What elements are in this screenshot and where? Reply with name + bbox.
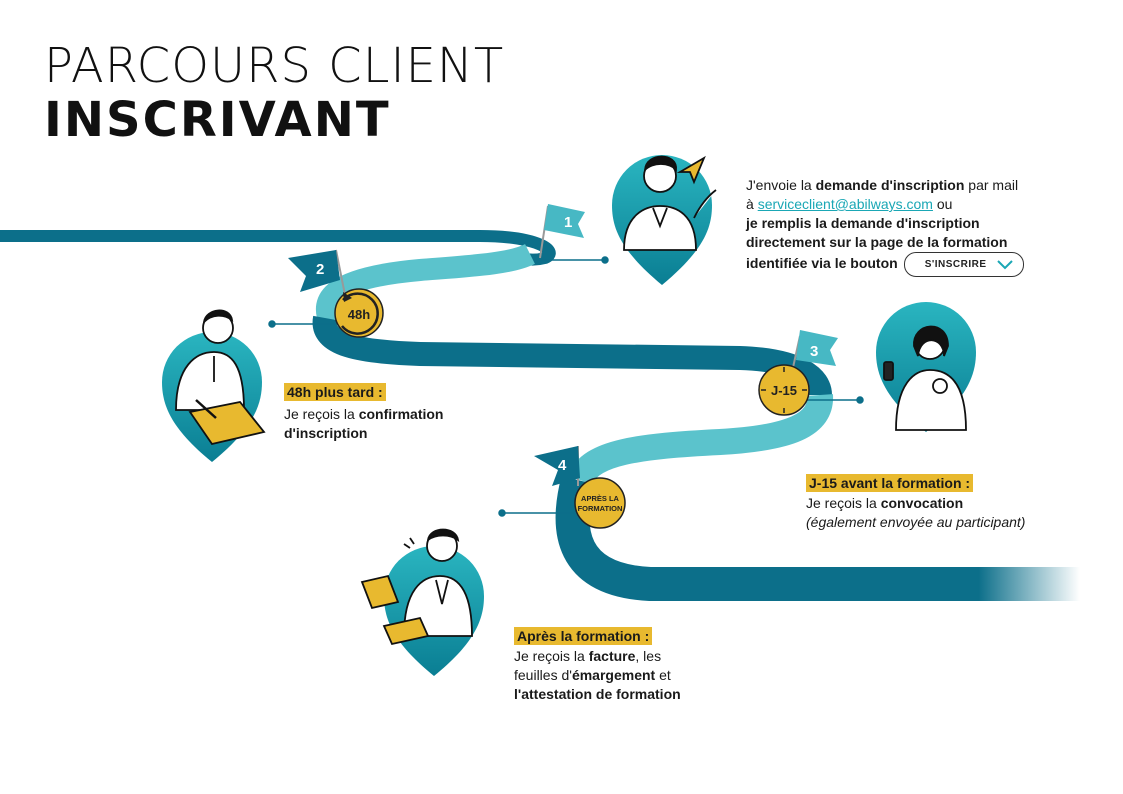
step1-t2: demande d'inscription: [815, 177, 965, 193]
step4-t4: feuilles d': [514, 667, 572, 683]
step1-t1: J'envoie la: [746, 177, 816, 193]
flag-4: 4: [534, 446, 580, 486]
step3-t3: (également envoyée au participant): [806, 514, 1026, 530]
email-link[interactable]: serviceclient@abilways.com: [757, 196, 933, 212]
badge-48h: 48h: [334, 288, 384, 338]
step2-heading: 48h plus tard :: [284, 383, 386, 401]
step1-t3: par mail: [964, 177, 1019, 193]
badge-j15-label: J-15: [771, 383, 797, 398]
step3-t1: Je reçois la: [806, 495, 881, 511]
pin-step2: [162, 309, 266, 462]
step1-t5: ou: [932, 196, 953, 212]
step3-text: J-15 avant la formation : Je reçois la c…: [806, 474, 1025, 532]
flag-3: 3: [791, 330, 838, 373]
pin-step3: [876, 302, 976, 432]
step4-t3: , les: [635, 648, 662, 664]
page-title-line2: INSCRIVANT: [44, 92, 391, 148]
step4-t1: Je reçois la: [514, 648, 589, 664]
step4-t6: et: [655, 667, 671, 683]
step2-t2: confirmation: [358, 406, 444, 422]
step1-t8: identifiée via le bouton: [746, 255, 898, 272]
badge-48h-label: 48h: [348, 307, 370, 322]
person-writing-icon: [175, 309, 266, 446]
step2-t1: Je reçois la: [284, 406, 359, 422]
road: [0, 230, 1080, 601]
step3-t2: convocation: [880, 495, 964, 511]
step3-heading: J-15 avant la formation :: [806, 474, 974, 492]
step1-t7: directement sur la page de la formation: [746, 234, 1008, 250]
badge-apres-line1: APRÈS LA: [581, 494, 620, 503]
flag-2-number: 2: [316, 261, 324, 278]
badge-apres: APRÈS LA FORMATION: [574, 477, 626, 529]
chevron-down-icon: [996, 259, 1013, 269]
flag-1-number: 1: [564, 214, 572, 231]
step1-text: J'envoie la demande d'inscription par ma…: [746, 176, 1024, 277]
step2-text: 48h plus tard : Je reçois la confirmatio…: [284, 383, 443, 443]
step4-heading: Après la formation :: [514, 627, 653, 645]
flag-2: 2: [288, 249, 347, 301]
flag-4-number: 4: [558, 457, 567, 474]
flag-3-number: 3: [810, 343, 818, 360]
person-documents-icon: [360, 528, 473, 646]
badge-j15: J-15: [758, 364, 810, 416]
step1-t6: je remplis la demande d'inscription: [746, 215, 980, 231]
sinscrire-button-label: S'INSCRIRE: [924, 259, 987, 270]
page-title-line1: PARCOURS CLIENT: [44, 38, 505, 94]
person-phone-icon: [883, 325, 967, 431]
step1-t4: à: [746, 196, 758, 212]
badge-apres-line2: FORMATION: [578, 504, 623, 513]
flag-1: 1: [539, 204, 585, 259]
step4-t5: émargement: [571, 667, 656, 683]
step4-text: Après la formation : Je reçois la factur…: [514, 627, 681, 704]
person-sending-icon: [623, 155, 717, 251]
step4-t2: facture: [588, 648, 636, 664]
pin-step4: [360, 528, 484, 676]
pin-step1: [612, 155, 717, 285]
sinscrire-button[interactable]: S'INSCRIRE: [903, 252, 1024, 277]
step2-t3: d'inscription: [284, 425, 368, 441]
step4-t7: l'attestation de formation: [514, 686, 681, 702]
